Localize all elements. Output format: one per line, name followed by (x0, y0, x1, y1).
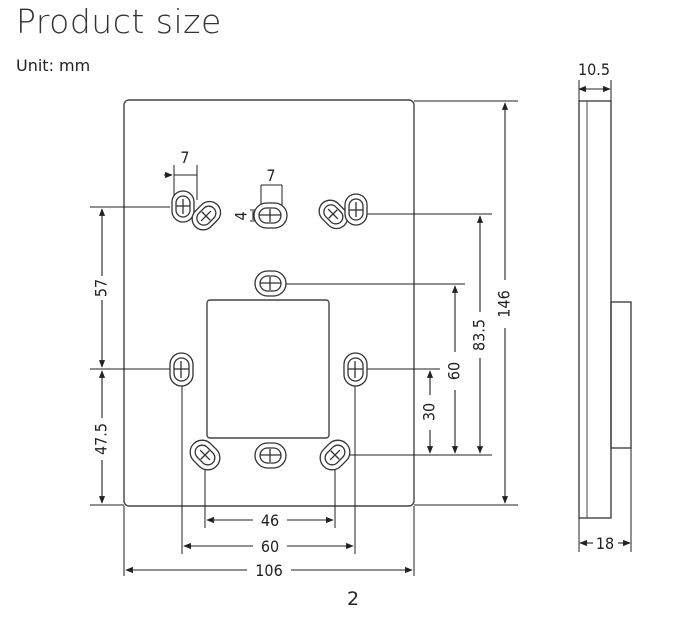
unit-label: Unit: mm (16, 56, 91, 75)
slot-hole-top-right-vertical (344, 193, 368, 226)
page-title: Product size (16, 2, 222, 41)
slot-hole-middle-horizontal (254, 270, 287, 297)
dim-slot-height-label: 4 (232, 211, 251, 220)
slot-hole-top-center (253, 202, 288, 229)
dim-bottom-60-label: 60 (261, 537, 279, 556)
dim-slot-width-center-label: 7 (266, 166, 275, 185)
slot-hole-left-vertical (169, 352, 194, 387)
slot-hole-top-right-diagonal (318, 199, 349, 230)
dim-right-60-label: 60 (445, 362, 464, 380)
dim-right-146-label: 146 (495, 290, 514, 317)
dim-right-83-5-label: 83.5 (470, 319, 489, 351)
side-view (578, 100, 632, 519)
dim-bottom-106-label: 106 (255, 561, 282, 580)
mounting-plate (123, 99, 415, 507)
slot-hole-top-left-vertical (171, 190, 195, 223)
slot-hole-right-vertical (343, 352, 368, 387)
dim-slot-width-left-label: 7 (180, 148, 189, 167)
slot-hole-bottom-right-diagonal (319, 439, 351, 471)
side-view-protrusion (610, 301, 632, 449)
dim-left-lower-label: 47.5 (92, 423, 111, 455)
dim-bottom-46-label: 46 (261, 511, 279, 530)
slot-hole-top-left-diagonal (191, 200, 222, 231)
dim-left-upper-label: 57 (92, 279, 111, 297)
dim-side-depth-bottom-label: 18 (596, 534, 614, 553)
dim-side-depth-top-label: 10.5 (578, 60, 610, 79)
center-opening (206, 299, 330, 439)
dim-right-30-label: 30 (420, 403, 439, 421)
slot-hole-bottom-center (254, 442, 287, 469)
page-number: 2 (347, 588, 360, 610)
side-view-body (578, 100, 612, 519)
slot-hole-bottom-left-diagonal (189, 439, 221, 471)
